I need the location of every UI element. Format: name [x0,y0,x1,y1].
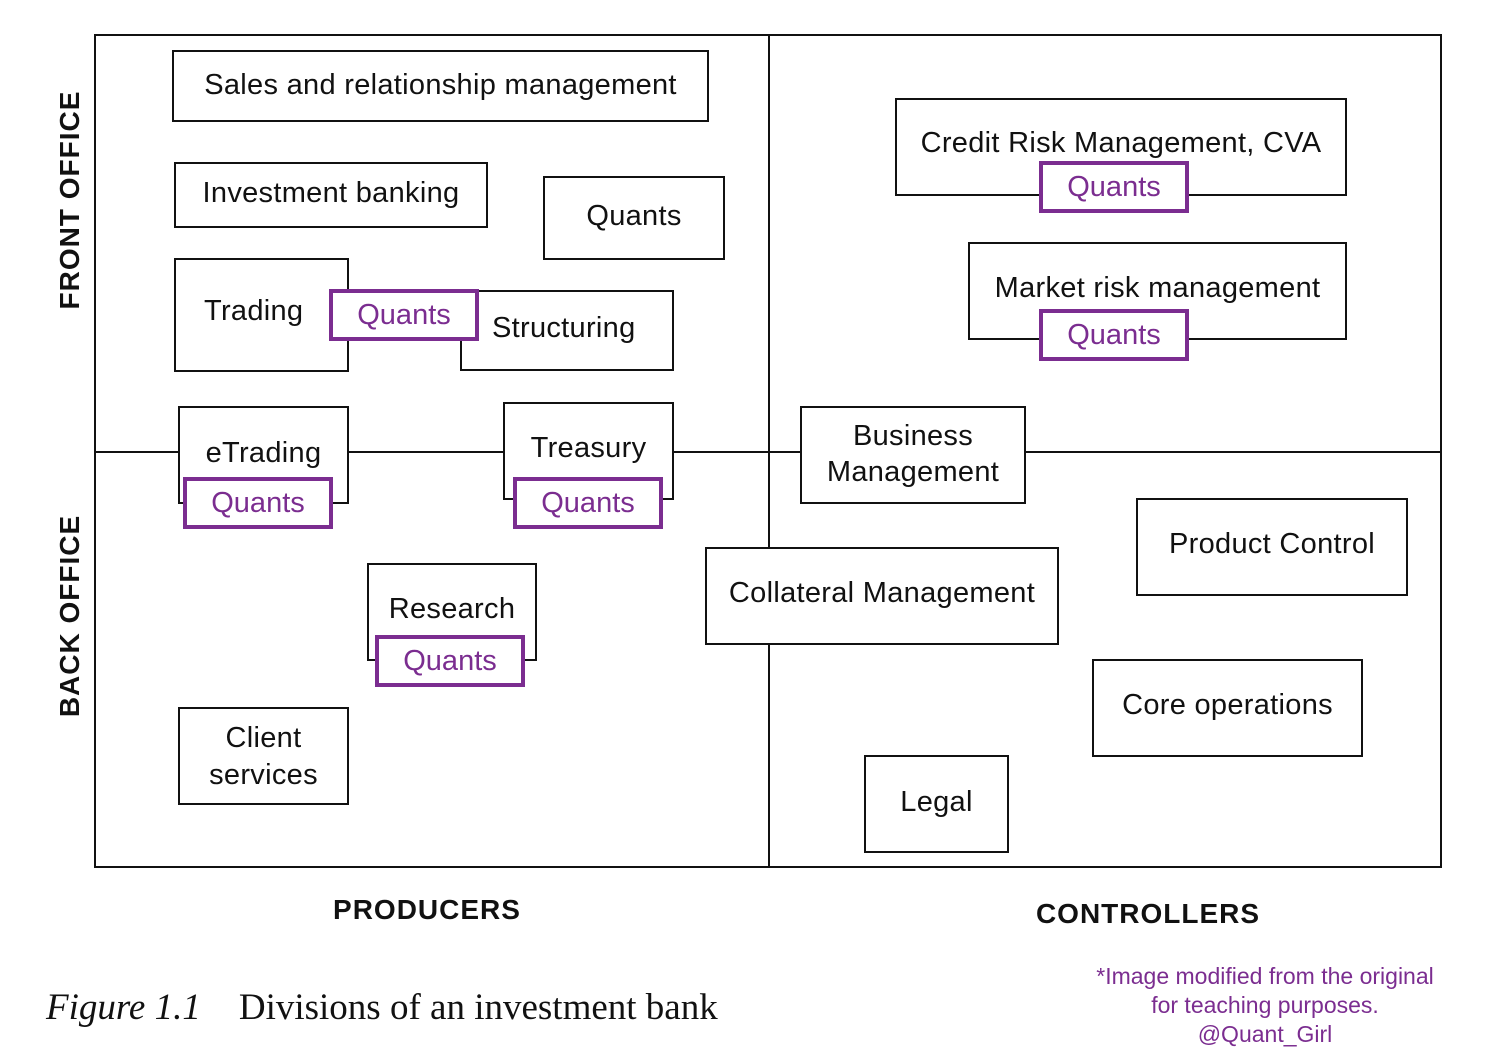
box-investment-banking: Investment banking [174,162,488,228]
note-line-2: for teaching purposes. [1151,992,1379,1018]
axis-back-office: BACK OFFICE [54,514,85,718]
box-quants-standalone: Quants [543,176,725,260]
quants-trading: Quants [329,289,479,341]
box-business-management-line1: Business [852,420,974,452]
modification-note: *Image modified from the original for te… [1080,962,1450,1049]
quants-market-risk: Quants [1039,309,1189,361]
box-collateral-management: Collateral Management [705,547,1059,645]
box-sales: Sales and relationship management [172,50,709,122]
note-line-3: @Quant_Girl [1197,1021,1333,1047]
box-client-services: Client services [178,707,349,805]
box-structuring: Structuring [460,290,674,371]
box-product-control-label: Product Control [1169,528,1375,560]
note-line-1: *Image modified from the original [1096,963,1434,989]
box-treasury-label: Treasury [530,432,647,464]
box-structuring-label: Structuring [492,312,636,344]
box-collateral-management-label: Collateral Management [728,577,1036,609]
figure-caption: Figure 1.1 Divisions of an investment ban… [46,986,718,1029]
horizontal-divider [94,451,1442,453]
quants-etrading: Quants [183,477,333,529]
figure-number: Figure 1.1 [46,987,201,1028]
box-trading: Trading [174,258,349,372]
box-client-services-line1: Client [225,722,302,754]
box-business-management: Business Management [800,406,1026,504]
quants-research: Quants [375,635,525,687]
box-market-risk-label: Market risk management [994,272,1321,304]
box-business-management-line2: Management [826,456,1000,488]
box-sales-label: Sales and relationship management [204,69,677,101]
quants-treasury: Quants [513,477,663,529]
box-product-control: Product Control [1136,498,1408,596]
box-trading-label: Trading [204,295,304,327]
figure-title: Divisions of an investment bank [238,987,718,1028]
box-investment-banking-label: Investment banking [202,177,460,209]
box-client-services-line2: services [209,759,318,791]
box-credit-risk: Credit Risk Management, CVA [895,98,1347,196]
box-legal: Legal [864,755,1009,853]
box-legal-label: Legal [900,786,973,818]
box-quants-standalone-label: Quants [586,200,682,232]
box-etrading-label: eTrading [205,437,322,469]
axis-front-office: FRONT OFFICE [54,90,85,310]
box-research-label: Research [388,593,516,625]
box-core-operations: Core operations [1092,659,1363,757]
box-core-operations-label: Core operations [1122,689,1333,721]
box-credit-risk-label: Credit Risk Management, CVA [920,127,1322,159]
axis-controllers: CONTROLLERS [1035,898,1261,929]
axis-producers: PRODUCERS [333,894,521,925]
quants-credit-risk: Quants [1039,161,1189,213]
